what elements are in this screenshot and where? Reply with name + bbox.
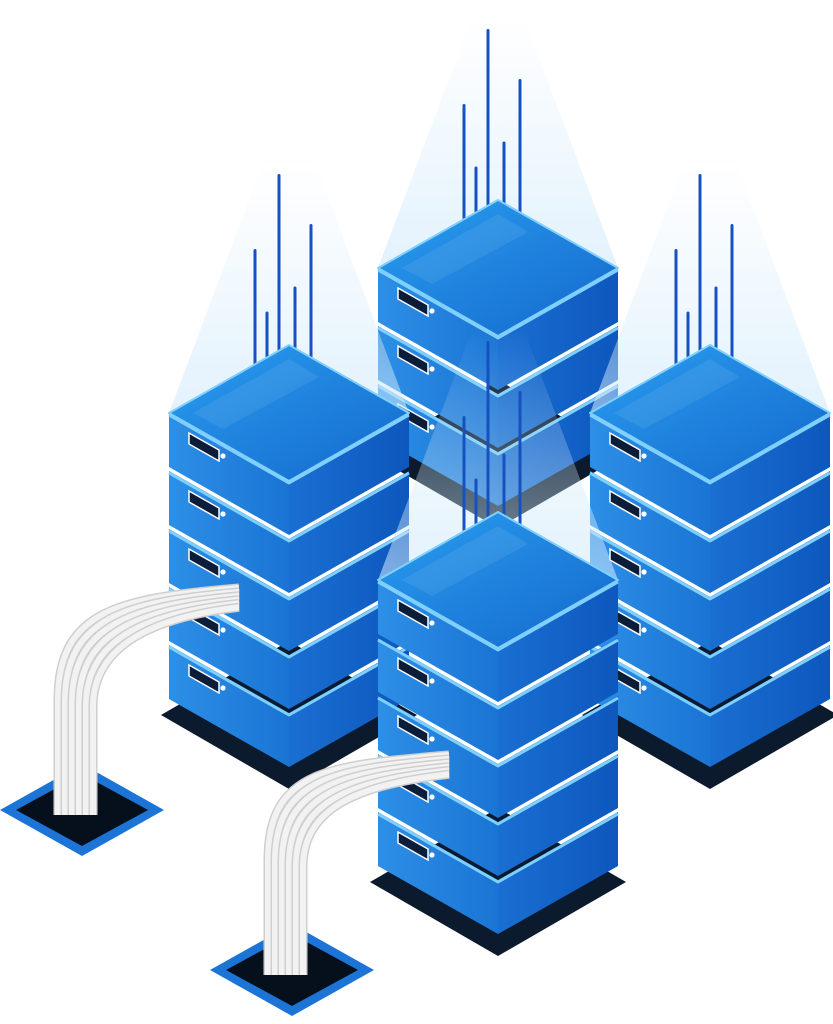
tower-top — [168, 344, 410, 482]
server-unit — [589, 529, 831, 651]
unit-rim — [589, 587, 831, 659]
slot-icon — [609, 547, 641, 579]
slot-icon — [397, 714, 429, 746]
server-unit — [377, 812, 619, 934]
unit-rim — [589, 529, 831, 601]
server-unit — [377, 580, 619, 702]
slot-icon — [397, 656, 429, 688]
led-icon — [220, 627, 226, 633]
server-unit — [377, 638, 619, 760]
led-icon — [220, 569, 226, 575]
slot-icon — [397, 344, 429, 376]
led-icon — [429, 366, 435, 372]
led-icon — [641, 511, 647, 517]
unit-rim — [377, 580, 619, 652]
top-highlight — [614, 359, 740, 429]
server-unit — [168, 413, 410, 535]
cable-strand — [300, 771, 450, 975]
tower-top — [377, 511, 619, 649]
server-tower-right — [582, 344, 833, 789]
unit-rim — [168, 471, 410, 543]
slot-icon — [397, 830, 429, 862]
led-icon — [429, 794, 435, 800]
tower-top — [377, 199, 619, 337]
unit-side-right — [710, 645, 830, 767]
slot-icon — [188, 489, 220, 521]
server-tower-left — [161, 344, 417, 789]
led-icon — [641, 569, 647, 575]
unit-side-right — [710, 529, 830, 651]
led-icon — [429, 308, 435, 314]
slot-icon — [609, 431, 641, 463]
unit-rim — [168, 413, 410, 485]
server-tower-front — [370, 511, 626, 956]
unit-side-right — [710, 413, 830, 535]
led-icon — [641, 685, 647, 691]
led-icon — [220, 511, 226, 517]
led-icon — [429, 620, 435, 626]
server-unit — [168, 471, 410, 593]
led-icon — [429, 424, 435, 430]
unit-side-right — [498, 580, 618, 702]
led-icon — [220, 685, 226, 691]
led-icon — [429, 736, 435, 742]
slot-icon — [397, 286, 429, 318]
unit-side-right — [289, 471, 409, 593]
unit-side-right — [498, 638, 618, 760]
top-highlight — [193, 359, 319, 429]
unit-rim — [168, 645, 410, 717]
unit-side-right — [498, 754, 618, 876]
cable-bundle-left — [53, 583, 240, 815]
server-unit — [589, 413, 831, 535]
cable-bundle-front — [263, 750, 450, 975]
led-icon — [220, 453, 226, 459]
server-unit — [589, 587, 831, 709]
slot-icon — [397, 598, 429, 630]
unit-rim — [377, 696, 619, 768]
unit-rim — [377, 812, 619, 884]
top-highlight — [402, 214, 528, 284]
unit-rim — [589, 471, 831, 543]
unit-side-right — [710, 587, 830, 709]
led-icon — [641, 627, 647, 633]
unit-side-right — [289, 529, 409, 651]
led-icon — [429, 852, 435, 858]
slot-icon — [188, 663, 220, 695]
unit-side-right — [498, 812, 618, 934]
slot-icon — [188, 547, 220, 579]
led-icon — [429, 678, 435, 684]
unit-rim — [168, 529, 410, 601]
slot-icon — [188, 431, 220, 463]
unit-rim — [589, 413, 831, 485]
tower-top — [589, 344, 831, 482]
slot-icon — [609, 489, 641, 521]
server-unit — [589, 471, 831, 593]
top-highlight — [402, 526, 528, 596]
unit-rim — [377, 638, 619, 710]
unit-side-right — [498, 696, 618, 818]
unit-side-right — [289, 413, 409, 535]
unit-rim — [589, 645, 831, 717]
cable-strand — [90, 604, 240, 815]
unit-side-right — [710, 471, 830, 593]
led-icon — [641, 453, 647, 459]
